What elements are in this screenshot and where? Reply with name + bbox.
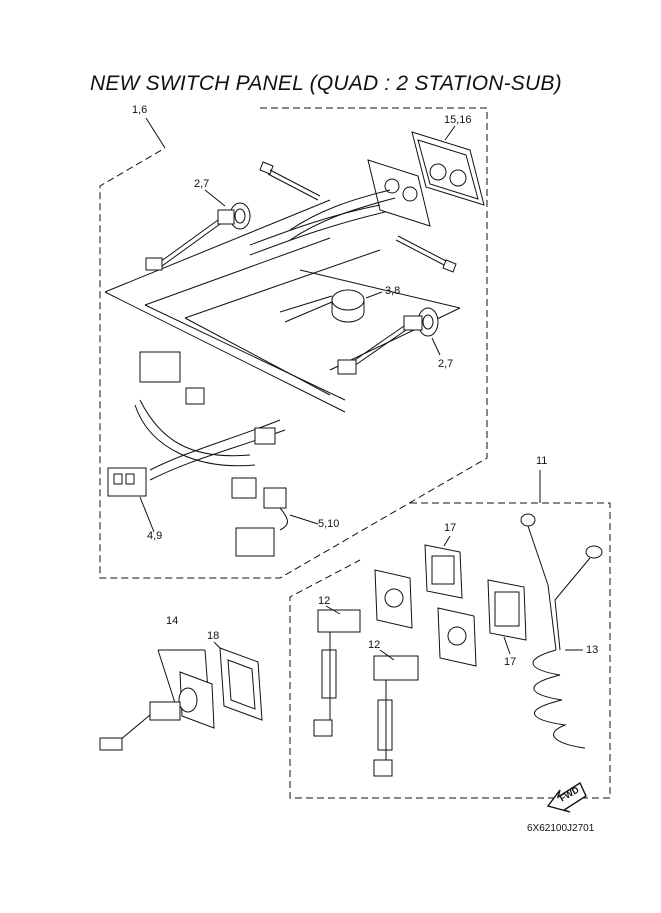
leader-4-9 [139, 496, 155, 533]
switch-panel-cover [411, 131, 485, 206]
single-switch-cover [219, 647, 263, 721]
part-label-17-b: 17 [504, 656, 517, 668]
part-label-2-7-lower: 2,7 [438, 358, 454, 370]
switch-base-b [437, 607, 477, 667]
part-label-5-10: 5,10 [318, 518, 340, 530]
part-label-11: 11 [536, 455, 548, 467]
leader-5-10 [289, 514, 319, 525]
leader-2-7-lower [431, 337, 441, 356]
relay [235, 487, 288, 557]
part-label-2-7-upper: 2,7 [194, 178, 210, 190]
leader-17-a [443, 535, 451, 547]
cable-tie-upper [259, 161, 321, 201]
leader-15-16 [444, 125, 456, 141]
drawing-code: 6X62100J2701 [527, 823, 595, 834]
routing-lines [104, 199, 461, 413]
part-label-12-b: 12 [368, 639, 381, 651]
buzzer [279, 289, 365, 323]
harness-connector-main [107, 351, 276, 499]
stop-switch-b [373, 655, 419, 777]
cable-tie-lower [395, 235, 457, 273]
leader-3-8 [365, 291, 383, 299]
lanyard [520, 513, 603, 749]
part-label-17-a: 17 [444, 522, 457, 534]
part-label-13: 13 [586, 644, 599, 656]
leader-2-7-upper [204, 189, 226, 207]
part-label-14: 14 [166, 615, 179, 627]
part-label-1-6: 1,6 [132, 104, 148, 116]
key-switch-lower [337, 307, 439, 375]
group-boundary-sub [289, 502, 611, 799]
leader-17-b [503, 636, 511, 655]
stop-switch-a [313, 609, 361, 737]
group-boundary-main [99, 107, 488, 579]
switch-bezel-a [424, 544, 463, 599]
part-label-4-9: 4,9 [147, 530, 163, 542]
leader-12-b [379, 649, 395, 661]
part-label-15-16: 15,16 [444, 114, 472, 126]
switch-base-a [374, 569, 413, 629]
single-switch [99, 671, 215, 751]
fwd-arrow [546, 781, 587, 813]
key-switch-upper [145, 202, 251, 271]
part-label-3-8: 3,8 [385, 285, 401, 297]
part-label-12-a: 12 [318, 595, 331, 607]
diagram-title: NEW SWITCH PANEL (QUAD : 2 STATION-SUB) [90, 72, 562, 95]
leader-14 [157, 649, 176, 704]
switch-bezel-b [487, 579, 527, 641]
leader-12-a [325, 605, 341, 615]
leader-1-6 [145, 117, 166, 149]
part-label-18: 18 [207, 630, 220, 642]
